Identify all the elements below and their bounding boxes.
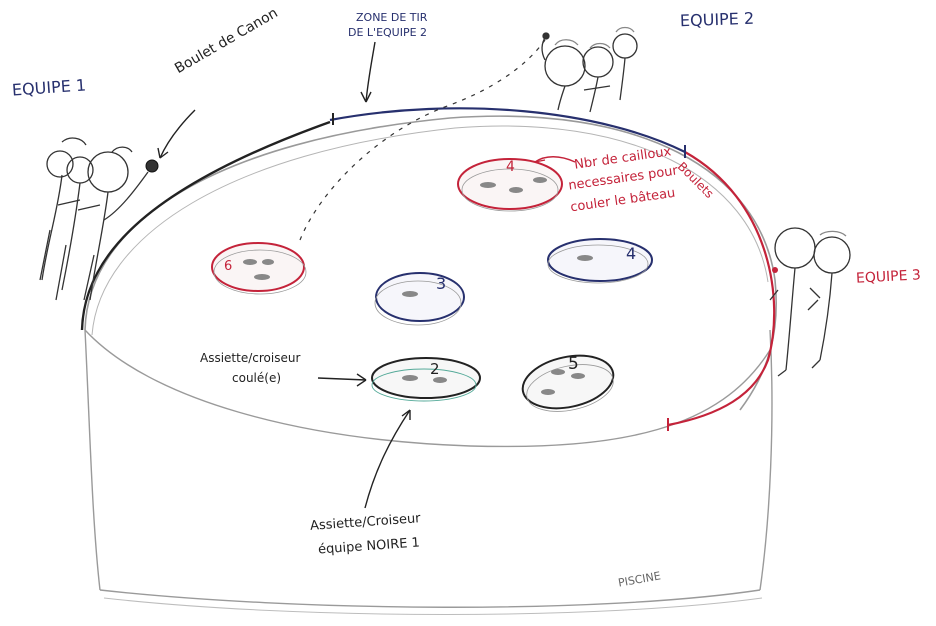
cannonball-arrow xyxy=(159,109,196,159)
team2-figures xyxy=(541,26,638,113)
plate-red-left xyxy=(211,242,307,295)
firing-zone-label-2: DE L'EQUIPE 2 xyxy=(348,26,428,39)
team1-figures xyxy=(39,137,149,301)
pool-front-top-edge xyxy=(84,329,771,448)
pool-bottom-edge xyxy=(99,589,761,608)
team1-arc xyxy=(80,120,331,331)
team2-arc xyxy=(329,107,686,153)
plate-blue-right-number: 4 xyxy=(626,244,637,263)
team3-arc xyxy=(667,151,776,427)
team3-label: EQUIPE 3 xyxy=(855,267,922,287)
firing-zone-arrow xyxy=(365,41,376,103)
pool-right-wall xyxy=(759,329,773,591)
sunk-label-1: Assiette/croiseur xyxy=(200,351,301,365)
pebbles-arrow xyxy=(534,156,576,163)
pool-left-wall xyxy=(84,329,101,591)
cannonball xyxy=(145,159,159,173)
plate-blue-right xyxy=(547,238,653,284)
team2-label: EQUIPE 2 xyxy=(679,8,755,31)
plate-blue-center xyxy=(374,272,465,326)
black-plate-arrow xyxy=(364,409,411,509)
plate-black-sunk xyxy=(371,357,481,402)
pool-bottom-edge-2 xyxy=(103,597,763,615)
firing-zone-label-1: ZONE DE TIR xyxy=(356,11,428,24)
plate-red-top xyxy=(457,158,563,212)
trajectory-dashed xyxy=(299,39,546,241)
plate-red-left-number: 6 xyxy=(224,259,233,274)
plate-black-sunk-number: 2 xyxy=(430,360,440,378)
pool xyxy=(84,115,778,615)
pool-top-rim-inner xyxy=(91,125,769,336)
sunk-label-2: coulé(e) xyxy=(232,371,282,385)
plate-red-top-number: 4 xyxy=(506,159,515,175)
sunk-arrow xyxy=(317,377,367,381)
plate-blue-center-number: 3 xyxy=(436,274,447,293)
annotation-arrows xyxy=(157,41,411,509)
plate-black-right xyxy=(521,354,615,412)
plate-black-right-number: 5 xyxy=(568,354,579,374)
team3-figures xyxy=(769,227,851,377)
